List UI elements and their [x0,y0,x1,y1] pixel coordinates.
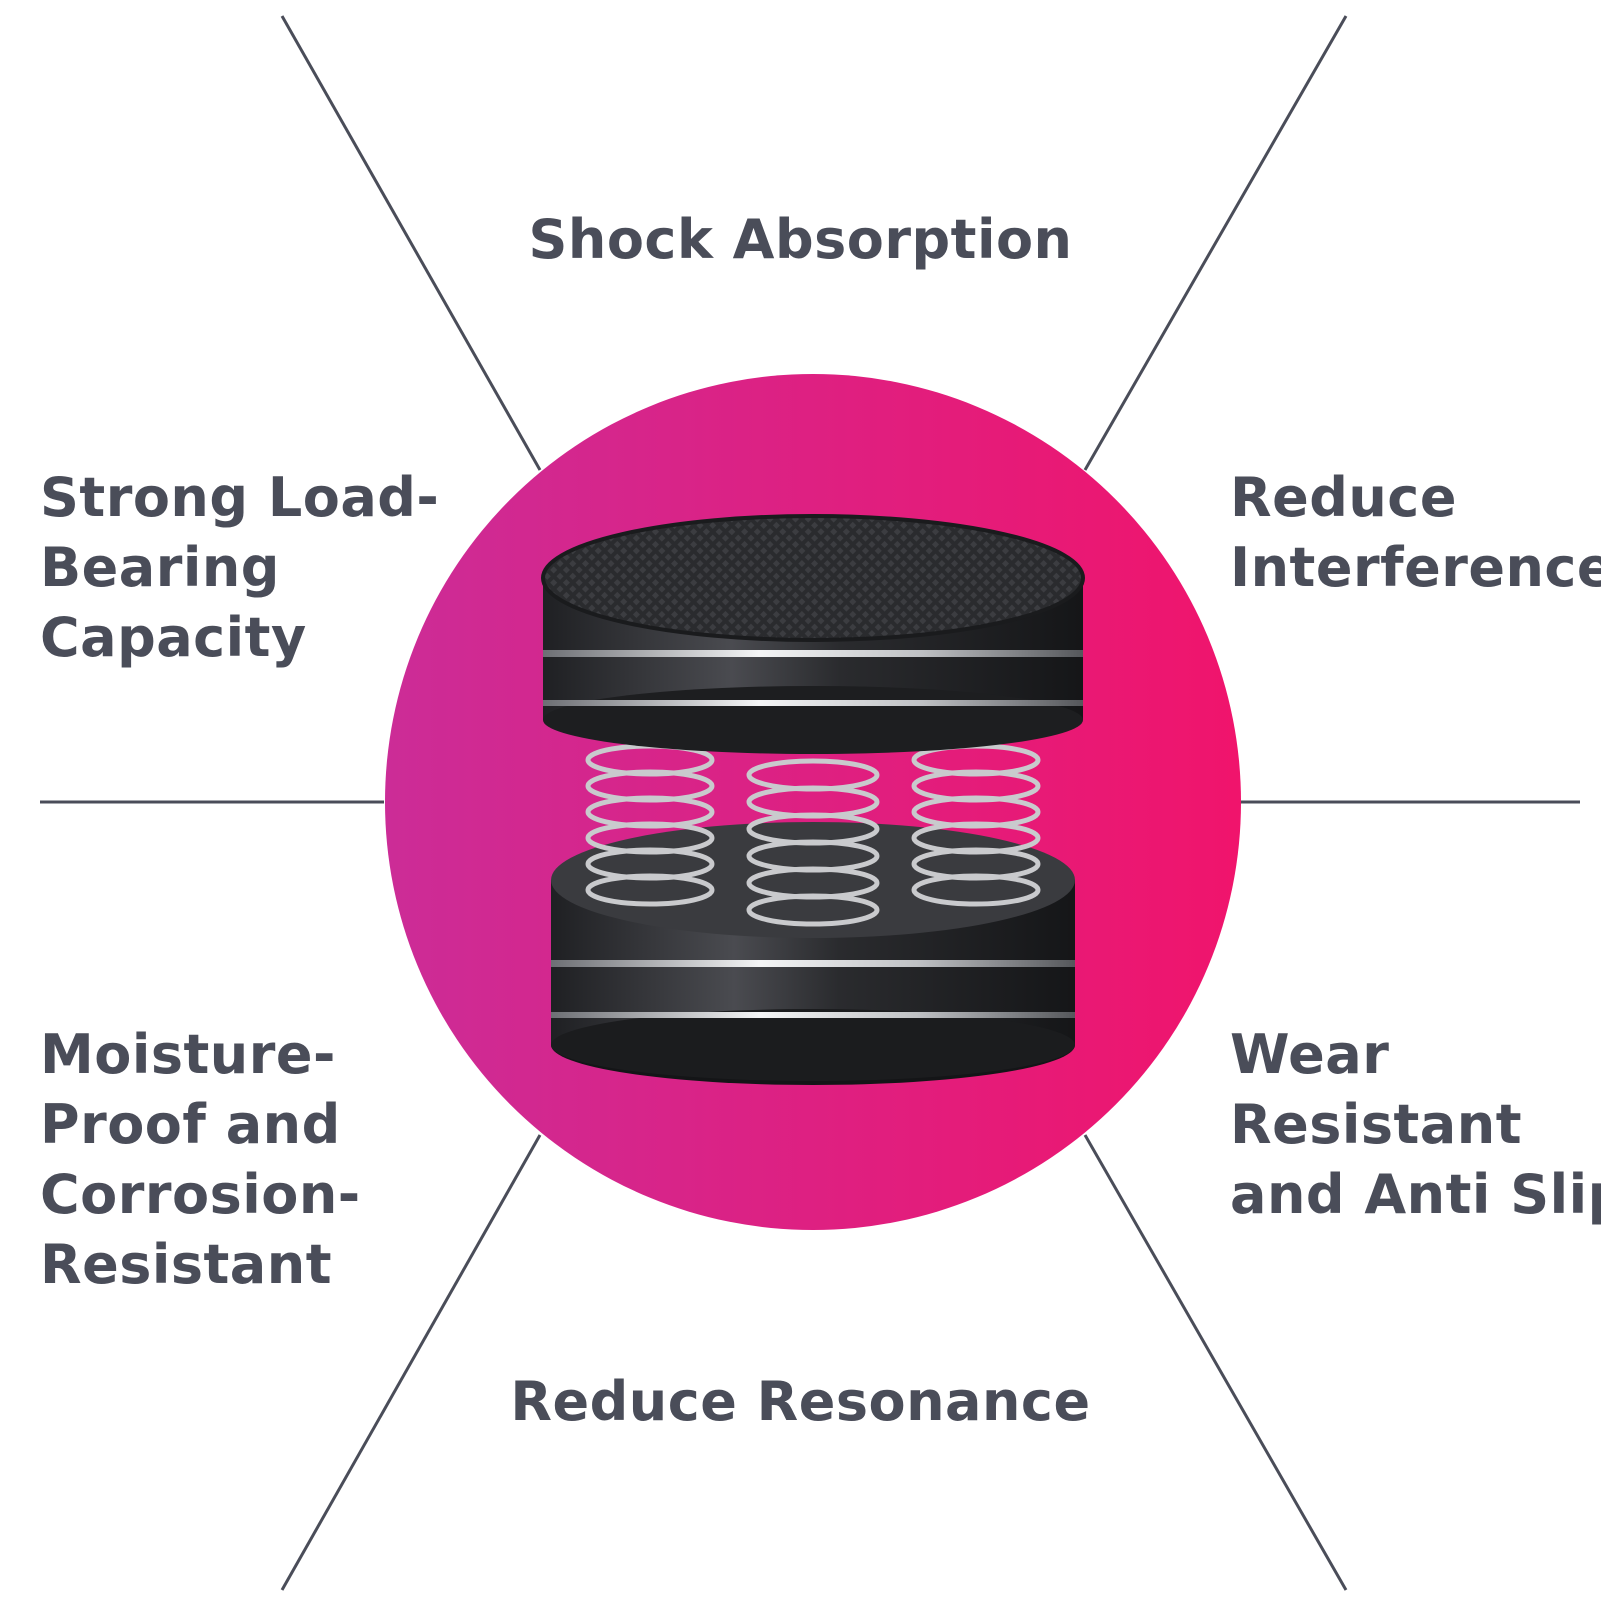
feature-moisture-proof: Moisture- Proof and Corrosion- Resistant [40,1020,361,1300]
feature-label: Resistant [40,1233,333,1296]
feature-label: Reduce [1230,466,1457,529]
feature-label: Reduce Resonance [510,1370,1091,1433]
feature-label: Resistant [1230,1093,1523,1156]
feature-label: Interference [1230,536,1601,599]
feature-label: Capacity [40,606,307,669]
feature-label: Proof and [40,1093,341,1156]
feature-load-bearing: Strong Load- Bearing Capacity [40,463,439,673]
divider-line-bottom-right [1083,1134,1348,1591]
feature-label: Corrosion- [40,1163,361,1226]
divider-line-top-left [280,15,542,471]
feature-label: Wear [1230,1023,1390,1086]
feature-reduce-resonance: Reduce Resonance [0,1367,1601,1437]
feature-label: and Anti Slip [1230,1163,1601,1226]
divider-line-bottom-left [280,1134,542,1591]
center-circle [385,374,1241,1230]
feature-label: Bearing [40,536,280,599]
feature-wear-resistant: Wear Resistant and Anti Slip [1230,1020,1601,1230]
feature-label: Shock Absorption [528,208,1073,271]
feature-label: Strong Load- [40,466,440,529]
divider-line-top-right [1083,15,1348,471]
feature-shock-absorption: Shock Absorption [0,205,1601,275]
feature-reduce-interference: Reduce Interference [1230,463,1601,603]
spring-isolation-foot-icon [541,514,1085,1085]
feature-label: Moisture- [40,1023,336,1086]
divider-lines [40,15,1580,1591]
